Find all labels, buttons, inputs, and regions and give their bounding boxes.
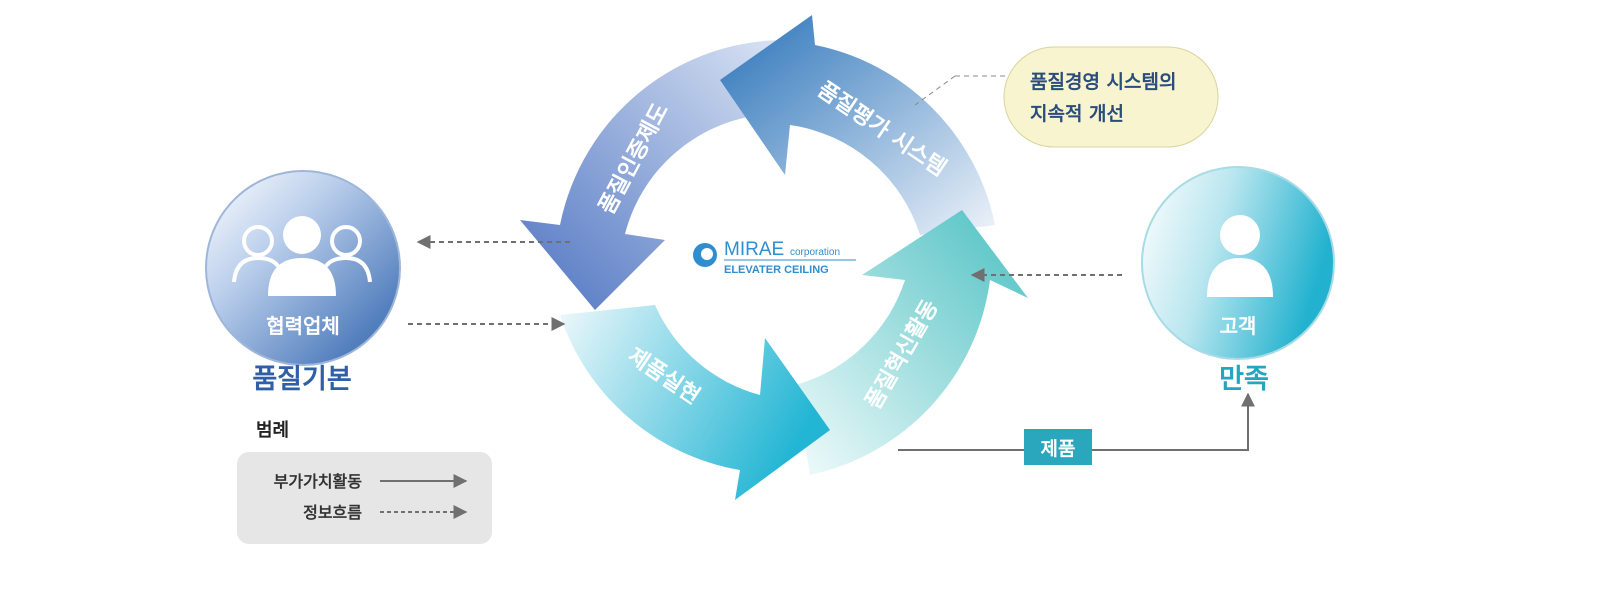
callout-bubble	[1003, 46, 1219, 148]
customer-caption: 만족	[1219, 364, 1269, 395]
center-logo: MIRAE corporation ELEVATER CEILING	[693, 239, 856, 276]
logo-mark-inner	[701, 248, 713, 260]
group-users-icon	[232, 225, 372, 283]
legend-item-info-label: 정보흐름	[303, 503, 362, 522]
flow-arrows	[408, 235, 1255, 451]
customer-label: 고객	[1220, 314, 1257, 338]
legend-item-value-label: 부가가치활동	[274, 472, 363, 491]
segment-product-realization	[560, 305, 830, 500]
legend: 범례 부가가치활동 정보흐름	[237, 420, 492, 544]
segment-quality-evaluation	[720, 15, 995, 235]
product-tag: 제품	[1024, 429, 1092, 465]
partner-node: 협력업체 품질기본	[205, 170, 401, 395]
partner-caption: 품질기본	[252, 364, 351, 395]
segment-quality-certification	[520, 39, 790, 310]
user-icon	[1207, 215, 1273, 297]
legend-box	[237, 452, 492, 544]
improvement-callout: 품질경영 시스템의 지속적 개선	[914, 46, 1219, 148]
logo-suffix: corporation	[790, 247, 840, 258]
product-tag-label: 제품	[1041, 438, 1076, 460]
group-users-center-icon	[268, 216, 336, 296]
value-flow-to-customer	[898, 392, 1255, 451]
callout-line-2: 지속적 개선	[1030, 103, 1124, 125]
segment-quality-innovation	[795, 210, 1028, 475]
logo-subtitle: ELEVATER CEILING	[724, 264, 829, 276]
product-tag-box	[1024, 429, 1092, 465]
cycle-ring: 품질인증제도 품질평가 시스템 품질혁신활동 제품실현	[520, 15, 1028, 500]
logo-name: MIRAE	[724, 239, 784, 260]
legend-title: 범례	[256, 420, 289, 441]
partner-label: 협력업체	[266, 314, 340, 338]
callout-line-1: 품질경영 시스템의	[1030, 71, 1176, 93]
customer-node: 고객 만족	[1141, 166, 1335, 395]
